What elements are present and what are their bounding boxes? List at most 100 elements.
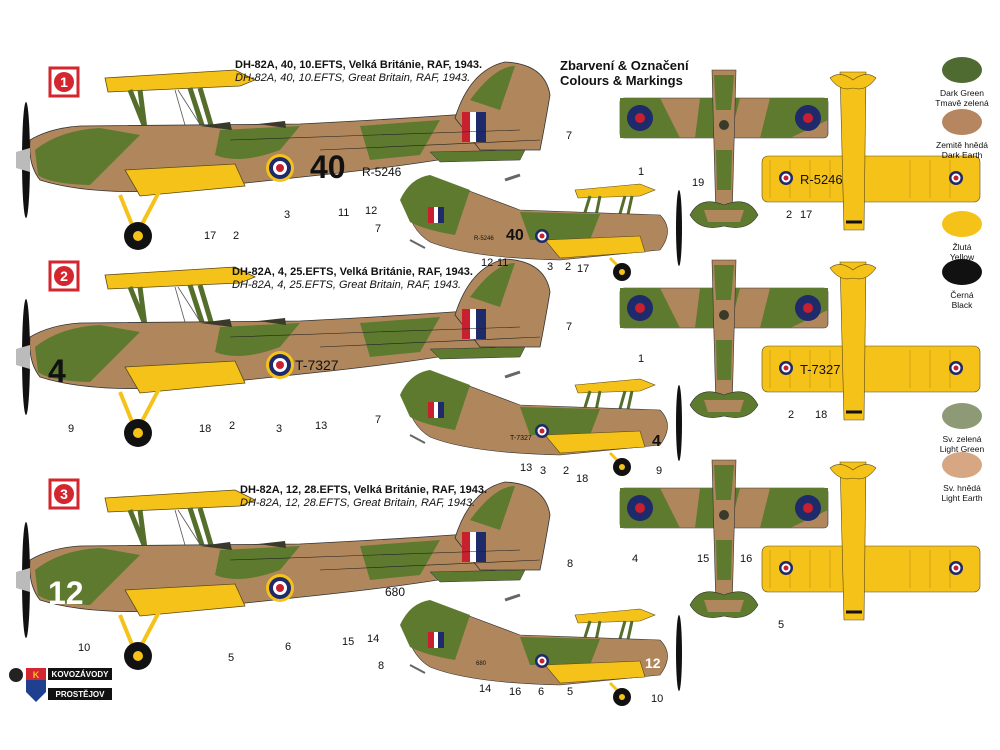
callout-3-small-1: 14 [479, 683, 491, 695]
logo-line2: PROSTĚJOV [56, 690, 106, 699]
callout-1-small-0: 7 [375, 223, 381, 235]
swatch-chip-4 [942, 403, 982, 429]
callout-3-top-1: 15 [697, 553, 709, 565]
profile-2-bottom-view [760, 260, 982, 422]
badge-3: 3 [48, 478, 80, 510]
callout-1-small-4: 2 [565, 261, 571, 273]
small-serial-2: T-7327 [510, 435, 532, 442]
swatch-3: Černá Black [942, 259, 982, 310]
badge-2: 2 [48, 260, 80, 292]
swatch-chip-1 [942, 109, 982, 135]
callout-2-small-5: 9 [656, 465, 662, 477]
swatch-label-en-5: Light Earth [941, 493, 982, 503]
callout-3-large-0: 8 [567, 558, 573, 570]
callout-2-small-2: 3 [540, 465, 546, 477]
caption-1-en: DH-82A, 40, 10.EFTS, Great Britain, RAF,… [235, 72, 470, 84]
callout-3-large-4: 15 [342, 636, 354, 648]
swatch-label-en-4: Light Green [940, 444, 985, 454]
svg-text:1: 1 [60, 74, 68, 90]
swatch-2: Žlutá Yellow [942, 211, 982, 262]
callout-1-top-1: 19 [692, 177, 704, 189]
serial-1: R-5246 [362, 165, 402, 179]
badge-1: 1 [48, 66, 80, 98]
callout-1-large-5: 2 [233, 230, 239, 242]
callout-1-small-1: 12 [481, 257, 493, 269]
swatch-0: Dark Green Tmavě zelená [935, 57, 989, 108]
swatch-label-cz-4: Sv. zelená [942, 434, 981, 444]
callout-3-small-4: 5 [567, 686, 573, 698]
small-serial-1: R-5246 [474, 236, 494, 242]
callout-3-large-1: 10 [78, 642, 90, 654]
callout-3-top-2: 16 [740, 553, 752, 565]
code-3: 12 [48, 575, 84, 611]
callout-1-large-4: 17 [204, 230, 216, 242]
swatch-label-cz-5: Sv. hnědá [943, 483, 981, 493]
small-code-1: 40 [506, 227, 524, 244]
callout-1-bottom-1: 17 [800, 209, 812, 221]
callout-1-large-1: 3 [284, 209, 290, 221]
swatch-chip-2 [942, 211, 982, 237]
callout-1-large-0: 7 [566, 130, 572, 142]
callout-1-small-2: 11 [497, 257, 508, 269]
callout-2-large-0: 7 [566, 321, 572, 333]
callout-3-large-5: 14 [367, 633, 379, 645]
callout-2-large-5: 13 [315, 420, 327, 432]
bottom-serial-2: T-7327 [800, 362, 840, 377]
swatch-chip-3 [942, 259, 982, 285]
caption-2-cz: DH-82A, 4, 25.EFTS, Velká Británie, RAF,… [232, 266, 473, 278]
code-1: 40 [310, 149, 346, 185]
swatch-chip-5 [942, 452, 982, 478]
callout-2-bottom-1: 18 [815, 409, 827, 421]
callout-1-small-5: 17 [577, 263, 589, 275]
caption-3-en: DH-82A, 12, 28.EFTS, Great Britain, RAF,… [240, 497, 475, 509]
callout-3-top-0: 4 [632, 553, 638, 565]
callout-3-small-5: 10 [651, 693, 663, 705]
swatch-5: Sv. hnědá Light Earth [941, 452, 983, 503]
callout-3-small-0: 8 [378, 660, 384, 672]
swatch-chip-0 [942, 57, 982, 83]
callout-3-small-2: 16 [509, 686, 521, 698]
callout-2-top-0: 1 [638, 353, 644, 365]
callout-2-large-3: 2 [229, 420, 235, 432]
logo-emblem-icon [9, 668, 23, 682]
swatch-label-en-2: Yellow [950, 252, 975, 262]
swatch-label-cz-2: Žlutá [953, 242, 972, 252]
profile-2-top-view [619, 259, 829, 419]
serial-2: T-7327 [295, 357, 339, 373]
caption-1-cz: DH-82A, 40, 10.EFTS, Velká Británie, RAF… [235, 59, 482, 71]
swatch-label-en-0: Tmavě zelená [935, 98, 989, 108]
small-serial-3: 680 [476, 661, 487, 667]
callout-2-large-2: 18 [199, 423, 211, 435]
small-code-2: 4 [652, 433, 661, 450]
svg-text:2: 2 [60, 268, 68, 284]
callout-2-large-1: 9 [68, 423, 74, 435]
callout-1-large-2: 11 [338, 207, 349, 219]
swatch-1: Zemitě hnědá Dark Earth [936, 109, 988, 160]
swatch-label-cz-1: Zemitě hnědá [936, 140, 988, 150]
header-title-en: Colours & Markings [560, 73, 683, 88]
callout-2-small-4: 18 [576, 473, 588, 485]
callout-2-bottom-0: 2 [788, 409, 794, 421]
svg-text:3: 3 [60, 486, 68, 502]
callout-3-large-3: 6 [285, 641, 291, 653]
profile-3-top-view [619, 459, 829, 619]
callout-1-large-3: 12 [365, 205, 377, 217]
bottom-serial-1: R-5246 [800, 172, 843, 187]
callout-2-small-0: 7 [375, 414, 381, 426]
small-code-3: 12 [645, 655, 661, 671]
callout-1-bottom-0: 2 [786, 209, 792, 221]
callout-3-bottom-0: 5 [778, 619, 784, 631]
logo-line1: KOVOZÁVODY [52, 670, 110, 679]
callout-1-small-3: 3 [547, 261, 553, 273]
caption-3-cz: DH-82A, 12, 28.EFTS, Velká Británie, RAF… [240, 484, 487, 496]
callout-2-small-1: 13 [520, 462, 532, 474]
callout-3-small-3: 6 [538, 686, 544, 698]
callout-3-large-2: 5 [228, 652, 234, 664]
callout-1-top-0: 1 [638, 166, 644, 178]
callout-2-small-3: 2 [563, 465, 569, 477]
swatch-label-en-1: Dark Earth [942, 150, 983, 160]
swatch-label-cz-3: Černá [950, 290, 973, 300]
caption-2-en: DH-82A, 4, 25.EFTS, Great Britain, RAF, … [232, 279, 461, 291]
header-title-cz: Zbarvení & Označení [560, 58, 689, 73]
